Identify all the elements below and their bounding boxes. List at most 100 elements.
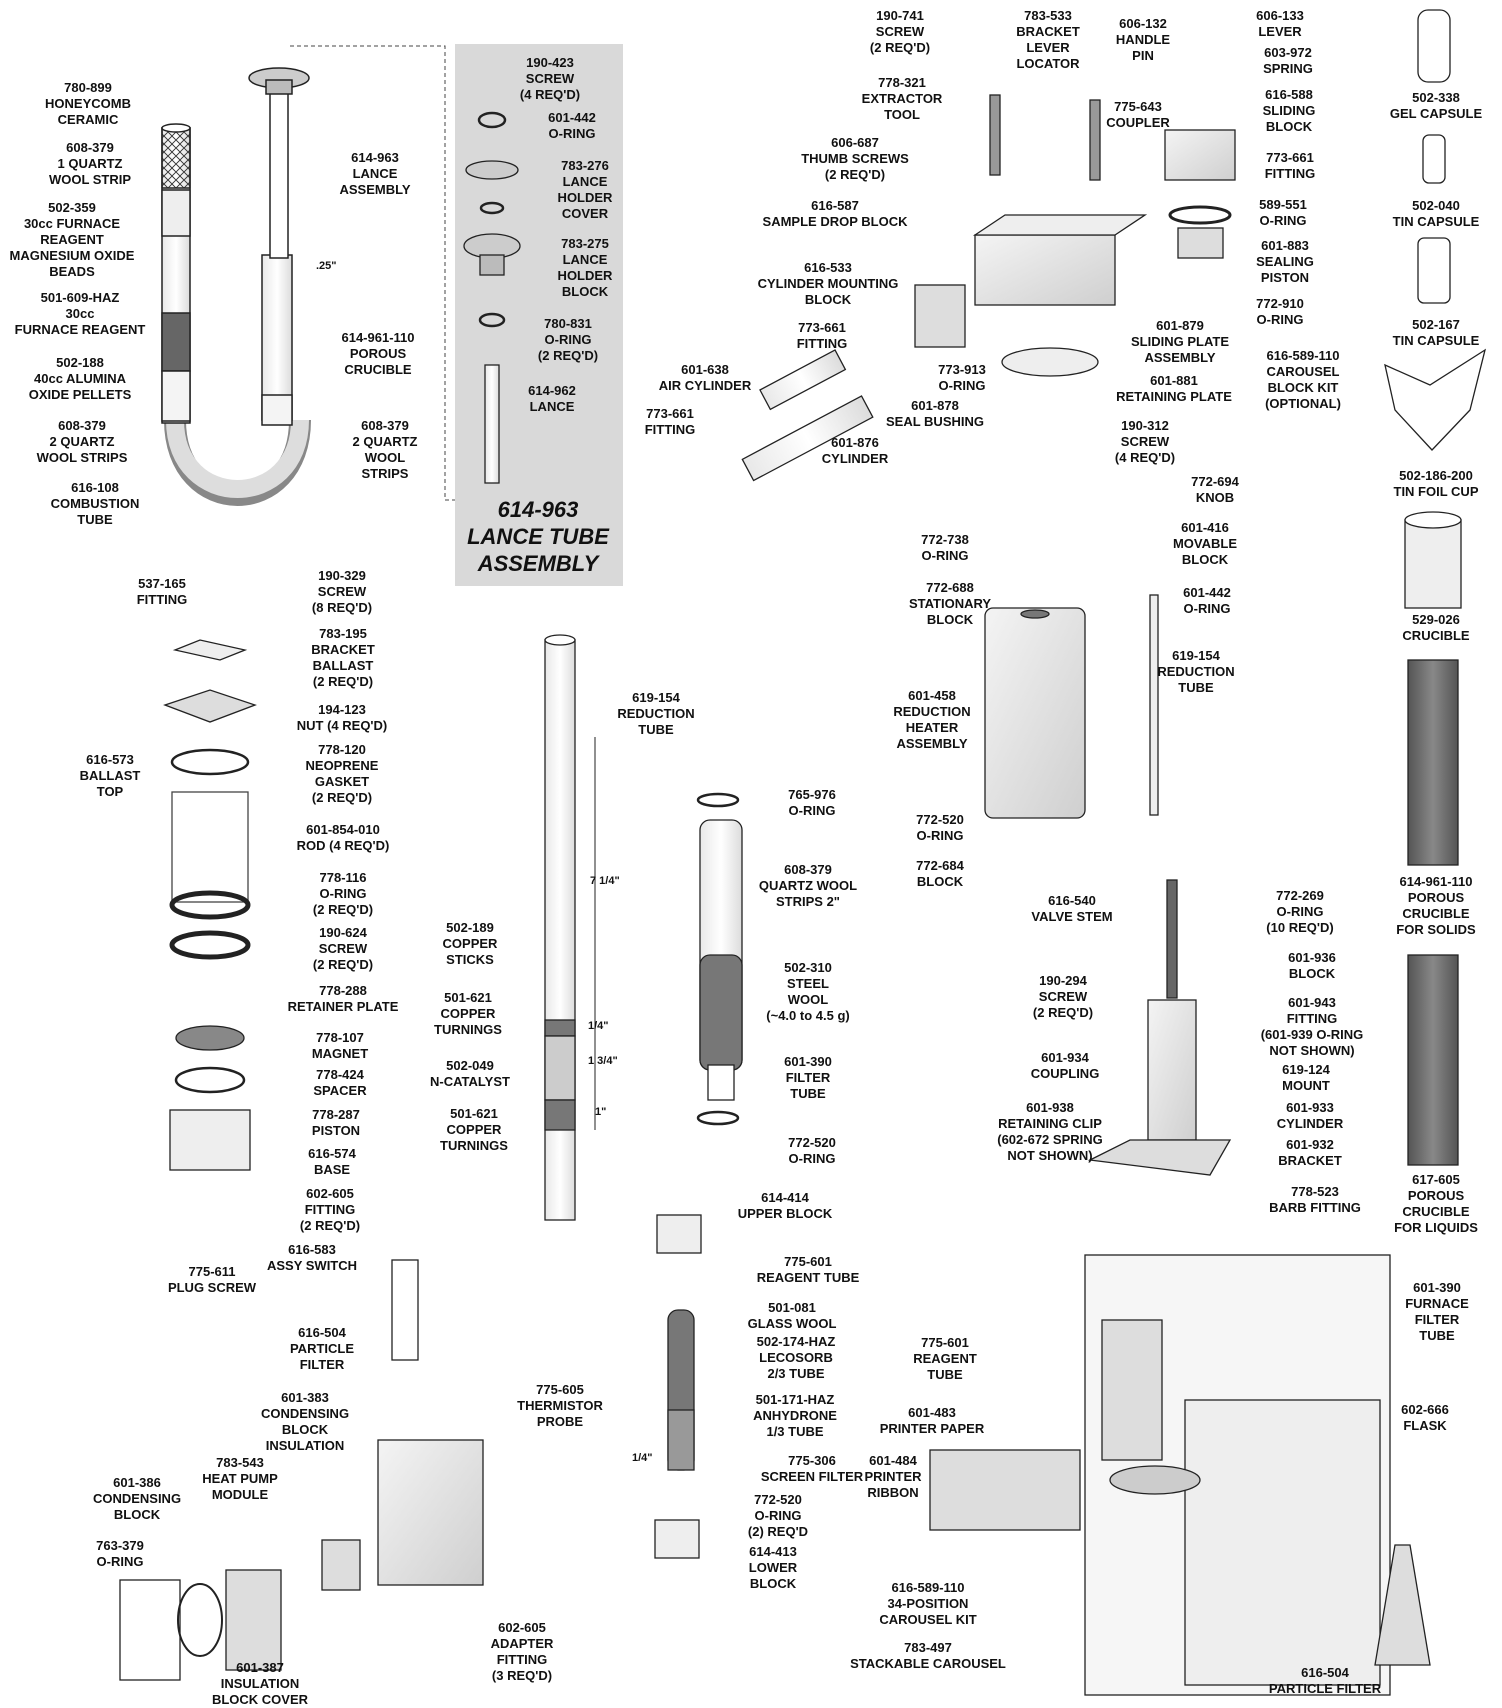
label-601-416: 601-416 MOVABLE BLOCK [1172,520,1238,567]
dim-lance-gap: .25" [316,260,337,272]
label-502-186-200: 502-186-200 TIN FOIL CUP [1393,468,1479,499]
label-619-124: 619-124 MOUNT [1282,1062,1330,1093]
dim-reagent-gap: 1/4" [632,1452,653,1464]
label-502-338: 502-338 GEL CAPSULE [1389,90,1483,121]
label-608-379-d: 608-379 QUARTZ WOOL STRIPS 2" [758,862,858,909]
label-783-195: 783-195 BRACKET BALLAST (2 REQ'D) [311,626,375,689]
label-778-107: 778-107 MAGNET [311,1030,369,1061]
label-783-275: 783-275 LANCE HOLDER BLOCK [557,236,613,299]
combustion-tube-drawing [161,67,311,506]
label-501-081: 501-081 GLASS WOOL [747,1300,837,1331]
label-190-624: 190-624 SCREW (2 REQ'D) [312,925,374,972]
label-772-688: 772-688 STATIONARY BLOCK [908,580,992,627]
reagent-tube-drawing [654,1214,702,1559]
label-616-504-a: 616-504 PARTICLE FILTER [289,1325,355,1372]
label-778-287: 778-287 PISTON [311,1107,361,1138]
label-775-643: 775-643 COUPLER [1106,99,1170,130]
valve-assembly-drawing [1087,879,1232,1176]
label-616-504-b: 616-504 PARTICLE FILTER [1268,1665,1382,1696]
lance-panel-title: 614-963 LANCE TUBE ASSEMBLY [467,497,609,576]
label-778-523: 778-523 BARB FITTING [1269,1184,1361,1215]
label-502-189: 502-189 COPPER STICKS [442,920,498,967]
label-616-587: 616-587 SAMPLE DROP BLOCK [762,198,908,229]
dim-catalyst: 1 3/4" [588,1055,618,1067]
label-190-423: 190-423 SCREW (4 REQ'D) [519,55,581,102]
label-501-609-haz: 501-609-HAZ 30cc FURNACE REAGENT [14,290,146,337]
label-765-976: 765-976 O-RING [788,787,836,818]
label-772-269: 772-269 O-RING (10 REQ'D) [1266,888,1334,935]
label-606-687: 606-687 THUMB SCREWS (2 REQ'D) [801,135,909,182]
label-601-934: 601-934 COUPLING [1030,1050,1100,1081]
label-608-379-b: 608-379 2 QUARTZ WOOL STRIPS [36,418,128,465]
label-614-963: 614-963 LANCE ASSEMBLY [339,150,411,197]
label-616-583: 616-583 ASSY SWITCH [266,1242,358,1273]
reduction-tube-drawing [544,634,576,1221]
dim-copper-top: 1/4" [588,1020,609,1032]
dim-copper-bottom: 1" [595,1106,607,1118]
label-601-876: 601-876 CYLINDER [821,435,889,466]
label-194-123: 194-123 NUT (4 REQ'D) [296,702,388,733]
label-602-605-b: 602-605 ADAPTER FITTING (3 REQ'D) [490,1620,554,1683]
label-502-049: 502-049 N-CATALYST [430,1058,510,1089]
label-608-379-a: 608-379 1 QUARTZ WOOL STRIP [48,140,132,187]
label-616-588: 616-588 SLIDING BLOCK [1262,87,1316,134]
label-616-574: 616-574 BASE [308,1146,356,1177]
label-763-379: 763-379 O-RING [96,1538,144,1569]
label-772-520-b: 772-520 O-RING [916,812,964,843]
label-601-854-010: 601-854-010 ROD (4 REQ'D) [296,822,390,853]
label-502-174-haz: 502-174-HAZ LECOSORB 2/3 TUBE [756,1334,836,1381]
label-601-458: 601-458 REDUCTION HEATER ASSEMBLY [893,688,971,751]
label-778-120: 778-120 NEOPRENE GASKET (2 REQ'D) [305,742,379,805]
label-601-383: 601-383 CONDENSING BLOCK INSULATION [260,1390,350,1453]
label-617-605: 617-605 POROUS CRUCIBLE FOR LIQUIDS [1394,1172,1478,1235]
label-601-483: 601-483 PRINTER PAPER [879,1405,985,1436]
label-783-276: 783-276 LANCE HOLDER COVER [557,158,613,221]
label-775-611: 775-611 PLUG SCREW [167,1264,257,1295]
label-772-684: 772-684 BLOCK [916,858,964,889]
ballast-drawing [163,639,257,1171]
label-601-442-b: 601-442 O-RING [1183,585,1231,616]
label-778-424: 778-424 SPACER [313,1067,367,1098]
label-783-497: 783-497 STACKABLE CAROUSEL [850,1640,1006,1671]
label-619-154-b: 619-154 REDUCTION TUBE [1157,648,1235,695]
label-772-520-c: 772-520 O-RING (2) REQ'D [747,1492,809,1539]
label-775-306: 775-306 SCREEN FILTER [760,1453,864,1484]
condensing-block-drawing [119,1259,484,1681]
label-601-442-a: 601-442 O-RING [548,110,596,141]
label-602-666: 602-666 FLASK [1401,1402,1449,1433]
label-190-294: 190-294 SCREW (2 REQ'D) [1032,973,1094,1020]
label-775-601-b: 775-601 REAGENT TUBE [913,1335,977,1382]
label-606-133: 606-133 LEVER [1256,8,1304,39]
label-602-605-a: 602-605 FITTING (2 REQ'D) [299,1186,361,1233]
label-601-943: 601-943 FITTING (601-939 O-RING NOT SHOW… [1260,995,1364,1058]
label-601-390-b: 601-390 FURNACE FILTER TUBE [1405,1280,1469,1343]
label-616-589-110-a: 616-589-110 CAROUSEL BLOCK KIT (OPTIONAL… [1265,348,1341,411]
label-501-621-b: 501-621 COPPER TURNINGS [440,1106,508,1153]
filter-tube-drawing [696,792,743,1126]
sample-drop-drawing [741,94,1236,482]
label-601-638: 601-638 AIR CYLINDER [658,362,752,393]
dim-reduction-total: 7 1/4" [590,875,620,887]
label-772-738: 772-738 O-RING [921,532,969,563]
label-501-171-haz: 501-171-HAZ ANHYDRONE 1/3 TUBE [753,1392,837,1439]
lance-link-dashed [290,45,455,501]
label-778-116: 778-116 O-RING (2 REQ'D) [312,870,374,917]
label-619-154-a: 619-154 REDUCTION TUBE [617,690,695,737]
label-778-288: 778-288 RETAINER PLATE [287,983,399,1014]
instrument-drawing [929,1254,1431,1696]
label-601-932: 601-932 BRACKET [1278,1137,1342,1168]
label-190-329: 190-329 SCREW (8 REQ'D) [311,568,373,615]
label-601-883: 601-883 SEALING PISTON [1256,238,1314,285]
label-601-936: 601-936 BLOCK [1288,950,1336,981]
label-606-132: 606-132 HANDLE PIN [1115,16,1171,63]
label-608-379-c: 608-379 2 QUARTZ WOOL STRIPS [352,418,418,481]
label-614-962: 614-962 LANCE [528,383,576,414]
label-773-661-b: 773-661 FITTING [796,320,848,351]
label-772-910: 772-910 O-RING [1256,296,1304,327]
label-601-878: 601-878 SEAL BUSHING [886,398,984,429]
label-616-540: 616-540 VALVE STEM [1031,893,1113,924]
label-780-899: 780-899 HONEYCOMB CERAMIC [45,80,131,127]
label-502-167: 502-167 TIN CAPSULE [1392,317,1480,348]
label-502-188: 502-188 40cc ALUMINA OXIDE PELLETS [28,355,132,402]
